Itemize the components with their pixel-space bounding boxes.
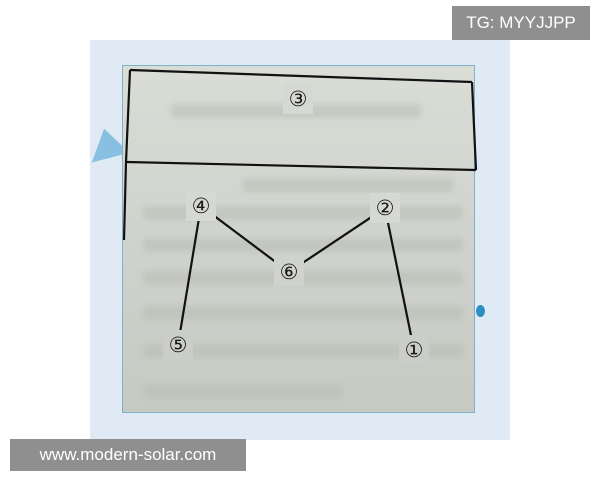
box-left-edge (124, 69, 132, 163)
node-3-label: ③ (289, 87, 308, 111)
blue-dot (476, 305, 485, 317)
node-5-label: ⑤ (169, 333, 188, 357)
node-4-backdrop (186, 191, 216, 221)
node-6-backdrop (274, 257, 304, 287)
blurred-text-line (143, 238, 463, 252)
box-right-edge (470, 81, 478, 171)
left-vertical-edge (122, 161, 128, 241)
blurred-text-line (143, 306, 463, 320)
blurred-text-line (143, 344, 463, 358)
node-6-label: ⑥ (280, 260, 299, 284)
box-bottom-edge (125, 160, 477, 172)
edge-2-1 (383, 207, 416, 351)
blurred-text-line (143, 384, 343, 398)
node-2-label: ② (376, 196, 395, 220)
watermark-bottom-left: www.modern-solar.com (10, 439, 246, 471)
edge-4-5 (176, 205, 203, 346)
node-3-backdrop (283, 84, 313, 114)
node-2-backdrop (370, 193, 400, 223)
edge-6-2 (288, 207, 386, 273)
node-4-label: ④ (192, 194, 211, 218)
box-top-edge (129, 68, 473, 84)
node-5-backdrop (163, 330, 193, 360)
node-1-backdrop (399, 335, 429, 365)
blurred-text-line (243, 178, 453, 192)
node-1-label: ① (405, 338, 424, 362)
watermark-top-right: TG: MYYJJPP (452, 6, 590, 40)
